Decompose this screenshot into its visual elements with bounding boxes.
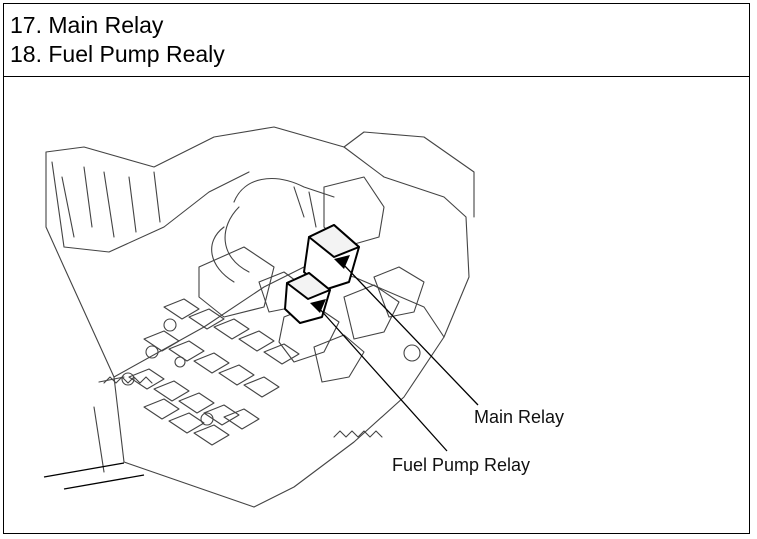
serrated-edge-right xyxy=(333,430,383,438)
connector-block-2 xyxy=(323,176,385,248)
figure-frame: 17. Main Relay 18. Fuel Pump Realy xyxy=(3,3,750,534)
main-relay-arrow xyxy=(334,255,350,269)
housing-ledge xyxy=(113,266,445,378)
relay-block-right xyxy=(258,266,425,383)
connector-block xyxy=(198,246,275,318)
fuel-pump-relay-arrow xyxy=(310,299,326,313)
fuel-pump-relay-top xyxy=(286,272,331,300)
relay-list-item-18: 18. Fuel Pump Realy xyxy=(10,41,225,67)
fuse-row-3 xyxy=(128,368,240,426)
relay-list-header: 17. Main Relay 18. Fuel Pump Realy xyxy=(4,4,749,77)
serrated-edge-left xyxy=(103,376,153,384)
fuse-row-4 xyxy=(143,398,260,446)
bolt-6 xyxy=(403,344,421,362)
bottom-lead-2 xyxy=(63,474,145,490)
fuse-row-2 xyxy=(143,330,280,398)
relay-box-illustration: Main Relay Fuel Pump Relay xyxy=(4,77,751,533)
relay-list-item-17: 17. Main Relay xyxy=(10,12,164,38)
cover-edge xyxy=(343,131,475,218)
housing-outline xyxy=(45,126,470,508)
main-relay-top xyxy=(308,224,360,258)
wire-harness xyxy=(211,178,335,283)
bolt-5 xyxy=(200,412,214,426)
main-relay-callout: Main Relay xyxy=(474,407,564,427)
fuel-pump-relay-leader-line xyxy=(317,306,448,452)
housing-rear-wall xyxy=(51,161,250,253)
bolt-2 xyxy=(145,345,159,359)
bottom-lead-1 xyxy=(43,462,125,478)
relay-box-drawing: Main Relay Fuel Pump Relay xyxy=(43,126,564,508)
fuel-pump-relay-callout: Fuel Pump Relay xyxy=(392,455,530,475)
housing-bottom xyxy=(93,376,255,508)
fuse-row-1 xyxy=(163,298,300,365)
bolt-1 xyxy=(163,318,177,332)
main-relay-leader-line xyxy=(341,262,479,406)
bolt-3 xyxy=(174,356,186,368)
bolt-4 xyxy=(121,372,135,386)
